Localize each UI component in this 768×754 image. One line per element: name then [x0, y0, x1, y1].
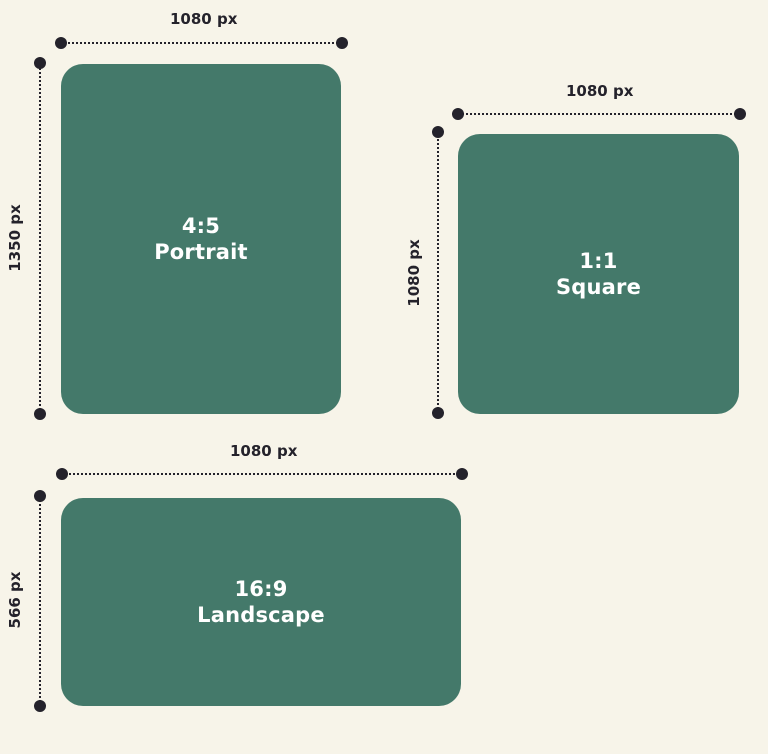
- square-height-dimension-line: [437, 132, 439, 413]
- landscape-card: 16:9 Landscape: [61, 498, 461, 706]
- landscape-height-label: 566 px: [6, 571, 24, 629]
- square-card: 1:1 Square: [458, 134, 739, 414]
- portrait-height-top-dot: [34, 57, 46, 69]
- square-name: Square: [555, 275, 642, 299]
- square-width-left-dot: [452, 108, 464, 120]
- portrait-ratio: 4:5: [181, 213, 221, 238]
- landscape-width-left-dot: [56, 468, 68, 480]
- portrait-name: Portrait: [154, 240, 248, 264]
- landscape-height-dimension-line: [39, 496, 41, 706]
- landscape-width-label: 1080 px: [230, 442, 298, 460]
- square-height-label: 1080 px: [405, 239, 423, 307]
- portrait-card: 4:5 Portrait: [61, 64, 341, 414]
- portrait-width-left-dot: [55, 37, 67, 49]
- landscape-height-bottom-dot: [34, 700, 46, 712]
- square-height-top-dot: [432, 126, 444, 138]
- landscape-width-right-dot: [456, 468, 468, 480]
- square-ratio: 1:1: [579, 248, 618, 273]
- portrait-height-label: 1350 px: [6, 204, 24, 272]
- portrait-width-dimension-line: [61, 42, 342, 44]
- landscape-name: Landscape: [197, 603, 325, 627]
- square-width-dimension-line: [458, 113, 740, 115]
- square-width-label: 1080 px: [566, 82, 634, 100]
- landscape-ratio: 16:9: [234, 576, 288, 601]
- square-width-right-dot: [734, 108, 746, 120]
- square-height-bottom-dot: [432, 407, 444, 419]
- portrait-width-right-dot: [336, 37, 348, 49]
- portrait-height-dimension-line: [39, 63, 41, 414]
- landscape-height-top-dot: [34, 490, 46, 502]
- portrait-width-label: 1080 px: [170, 10, 238, 28]
- landscape-width-dimension-line: [62, 473, 462, 475]
- portrait-height-bottom-dot: [34, 408, 46, 420]
